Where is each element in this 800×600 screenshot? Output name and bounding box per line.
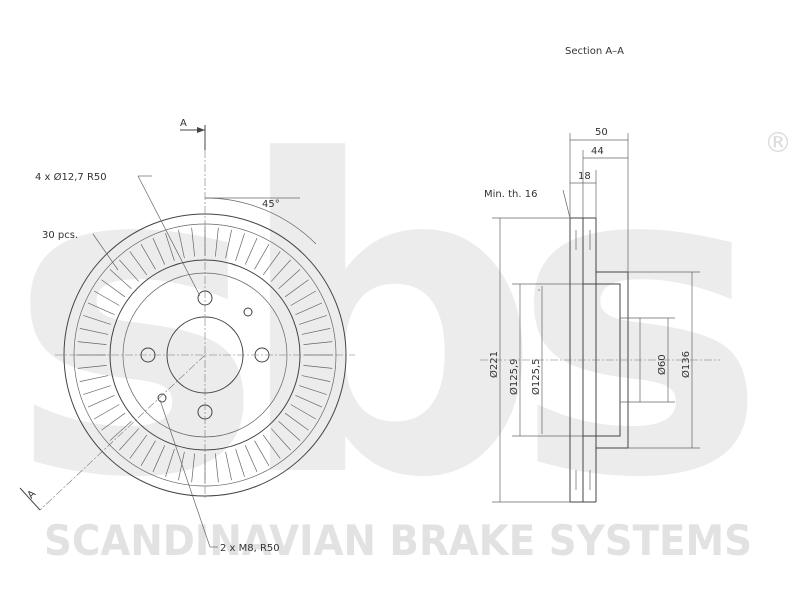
vane-tick xyxy=(119,428,140,451)
vane-tick xyxy=(77,365,107,369)
vane-tick xyxy=(262,434,281,459)
vane-tick xyxy=(152,237,166,265)
vanes-leader xyxy=(92,233,119,271)
vane-tick xyxy=(140,243,156,270)
section-title: Section A–A xyxy=(565,46,624,57)
thread-hole-2 xyxy=(157,393,167,403)
vane-tick xyxy=(109,420,132,441)
vane-tick xyxy=(215,227,219,257)
dim-bore-diameter-1: Ø125,9 xyxy=(508,359,520,396)
cut-label-top: A xyxy=(180,118,187,129)
vanes-label: 30 pcs. xyxy=(42,230,78,241)
min-thickness-label: Min. th. 16 xyxy=(484,189,537,200)
watermark-logo: sbs xyxy=(8,72,754,572)
vane-tick xyxy=(225,451,232,481)
watermark: sbs ® SCANDINAVIAN BRAKE SYSTEMS xyxy=(8,72,792,572)
vane-tick xyxy=(290,290,317,306)
vane-tick xyxy=(295,302,323,316)
dim-outer-diameter: Ø221 xyxy=(488,351,500,378)
vane-tick xyxy=(295,394,323,408)
vane-tick xyxy=(278,269,301,290)
vane-tick xyxy=(254,243,270,270)
vane-tick xyxy=(87,302,115,316)
vane-tick xyxy=(101,412,126,431)
vane-tick xyxy=(83,385,111,395)
vane-tick xyxy=(278,420,301,441)
vane-tick xyxy=(299,385,327,395)
vane-tick xyxy=(93,404,120,420)
cut-line-diagonal xyxy=(39,354,206,511)
threads-leader xyxy=(159,399,211,548)
vane-tick xyxy=(178,451,185,481)
vane-tick xyxy=(235,233,245,261)
vane-tick xyxy=(79,328,109,335)
vane-tick xyxy=(119,259,140,282)
dim-disc-thickness: 18 xyxy=(578,171,591,182)
registered-mark: ® xyxy=(764,126,792,159)
cut-arrow-bottom xyxy=(19,487,41,511)
vane-tick xyxy=(303,365,333,369)
vane-tick xyxy=(152,445,166,473)
vane-tick xyxy=(93,290,120,306)
dim-width-total: 50 xyxy=(595,127,608,138)
vane-tick xyxy=(165,233,175,261)
vane-tick xyxy=(79,375,109,382)
vane-tick xyxy=(244,237,258,265)
vane-tick xyxy=(303,341,333,345)
vane-tick xyxy=(270,259,291,282)
min-th-leader xyxy=(562,189,571,219)
vane-tick xyxy=(301,328,331,335)
vane-tick xyxy=(191,227,195,257)
vane-tick xyxy=(101,279,126,298)
watermark-brand-line: SCANDINAVIAN BRAKE SYSTEMS xyxy=(44,516,752,565)
vane-tick xyxy=(109,269,132,290)
vane-tick xyxy=(299,315,327,325)
vane-tick xyxy=(165,449,175,477)
vane-tick xyxy=(235,449,245,477)
vane-tick xyxy=(215,453,219,483)
vane-tick xyxy=(178,229,185,259)
vane-tick xyxy=(83,315,111,325)
vane-tick xyxy=(290,404,317,420)
vane-tick xyxy=(225,229,232,259)
thread-hole-1 xyxy=(243,307,253,317)
vane-tick xyxy=(129,251,148,276)
cooling-vanes xyxy=(77,227,333,483)
vane-tick xyxy=(284,412,309,431)
dim-center-bore: Ø60 xyxy=(656,354,668,375)
dim-width-hat: 44 xyxy=(591,146,604,157)
threads-label: 2 x M8, R50 xyxy=(220,543,280,554)
holes-label: 4 x Ø12,7 R50 xyxy=(35,171,107,183)
front-view: A A 45° 4 x Ø12,7 R50 30 pcs. 2 x M8, R5… xyxy=(19,118,355,554)
vane-tick xyxy=(140,440,156,467)
dim-hat-diameter: Ø136 xyxy=(680,351,692,378)
vane-tick xyxy=(191,453,195,483)
vane-tick xyxy=(77,341,107,345)
vane-tick xyxy=(284,279,309,298)
vane-tick xyxy=(87,394,115,408)
vane-tick xyxy=(129,434,148,459)
dim-bore-diameter-2: Ø125,5 xyxy=(530,359,542,396)
cut-arrow-top-head xyxy=(197,127,205,133)
section-view: Section A–A 50 44 18 Min. th. 16 Ø221 Ø1… xyxy=(480,46,720,503)
angle-arc xyxy=(204,197,317,245)
angle-label: 45° xyxy=(262,199,280,210)
holes-leader xyxy=(137,175,201,297)
vane-tick xyxy=(254,440,270,467)
vane-tick xyxy=(301,375,331,382)
vane-tick xyxy=(270,428,291,451)
vane-tick xyxy=(262,251,281,276)
vane-tick xyxy=(244,445,258,473)
